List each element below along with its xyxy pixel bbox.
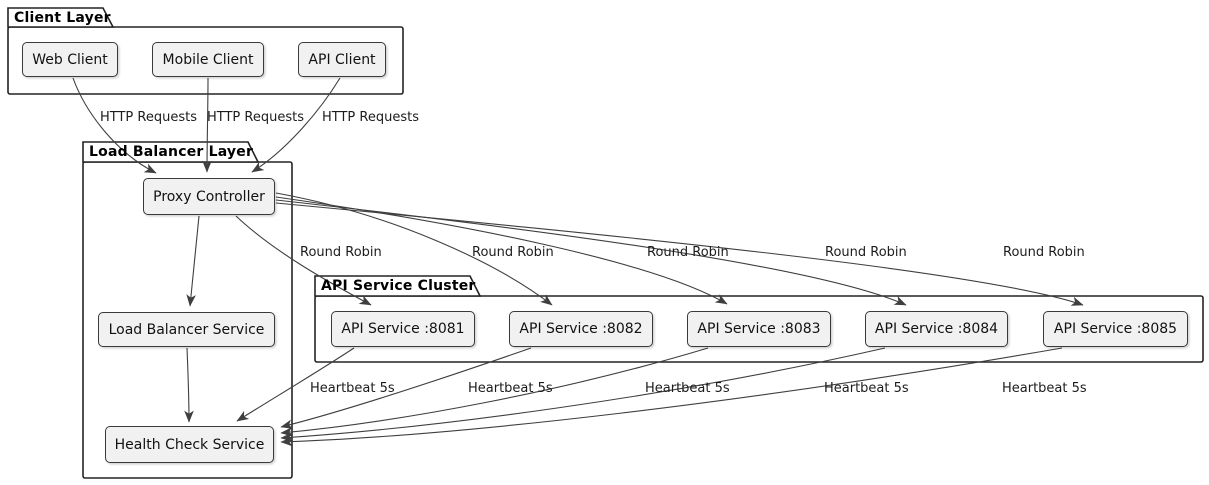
edge-label-round-robin-8083: Round Robin bbox=[647, 245, 729, 260]
node-mobile-client: Mobile Client bbox=[152, 42, 264, 77]
node-web-client: Web Client bbox=[22, 42, 118, 77]
edge-proxy-to-load-balancer-service bbox=[186, 215, 200, 307]
node-api-service-8081: API Service :8081 bbox=[331, 311, 475, 347]
edge-api-8083-to-health-check bbox=[280, 347, 709, 437]
edge-label-http-requests-mobile: HTTP Requests bbox=[207, 110, 304, 125]
edge-label-http-requests-api: HTTP Requests bbox=[322, 110, 419, 125]
package-shapes bbox=[7, 7, 1204, 479]
node-api-service-8082: API Service :8082 bbox=[509, 311, 653, 347]
edge-label-heartbeat-8081: Heartbeat 5s bbox=[310, 381, 395, 396]
edge-label-round-robin-8081: Round Robin bbox=[300, 245, 382, 260]
edge-label-heartbeat-8085: Heartbeat 5s bbox=[1002, 381, 1087, 396]
edge-label-heartbeat-8084: Heartbeat 5s bbox=[824, 381, 909, 396]
edge-proxy-to-api-8082 bbox=[275, 192, 553, 306]
edge-proxy-to-api-8081 bbox=[235, 215, 372, 306]
edge-label-round-robin-8085: Round Robin bbox=[1003, 245, 1085, 260]
node-proxy-controller: Proxy Controller bbox=[143, 178, 275, 215]
edge-api-client-to-proxy bbox=[251, 77, 341, 173]
node-load-balancer-service: Load Balancer Service bbox=[98, 312, 275, 347]
node-api-service-8083: API Service :8083 bbox=[687, 311, 831, 347]
edge-mobile-client-to-proxy bbox=[202, 77, 212, 173]
package-title-api-service-cluster: API Service Cluster bbox=[321, 278, 476, 294]
edge-proxy-to-api-8084 bbox=[275, 199, 907, 306]
node-api-client: API Client bbox=[298, 42, 386, 77]
node-api-service-8085: API Service :8085 bbox=[1043, 311, 1188, 347]
edge-web-client-to-proxy bbox=[72, 77, 157, 174]
package-title-client-layer: Client Layer bbox=[14, 10, 111, 26]
edge-api-8082-to-health-check bbox=[280, 347, 532, 429]
package-api-service-cluster-tab bbox=[314, 275, 482, 297]
edge-api-8081-to-health-check bbox=[236, 347, 355, 422]
edge-label-round-robin-8084: Round Robin bbox=[825, 245, 907, 260]
edge-label-heartbeat-8082: Heartbeat 5s bbox=[468, 381, 553, 396]
node-api-service-8084: API Service :8084 bbox=[865, 311, 1008, 347]
edge-label-heartbeat-8083: Heartbeat 5s bbox=[645, 381, 730, 396]
edge-label-http-requests-web: HTTP Requests bbox=[100, 110, 197, 125]
edge-api-8084-to-health-check bbox=[280, 347, 886, 443]
package-title-load-balancer-layer: Load Balancer Layer bbox=[89, 144, 254, 160]
package-client-layer-tab bbox=[7, 7, 115, 28]
edges bbox=[72, 77, 1084, 447]
node-health-check-service: Health Check Service bbox=[105, 426, 274, 463]
edge-load-balancer-service-to-health-check bbox=[184, 347, 194, 423]
edge-label-round-robin-8082: Round Robin bbox=[472, 245, 554, 260]
edge-proxy-to-api-8085 bbox=[275, 202, 1084, 306]
edge-api-8085-to-health-check bbox=[280, 347, 1063, 447]
